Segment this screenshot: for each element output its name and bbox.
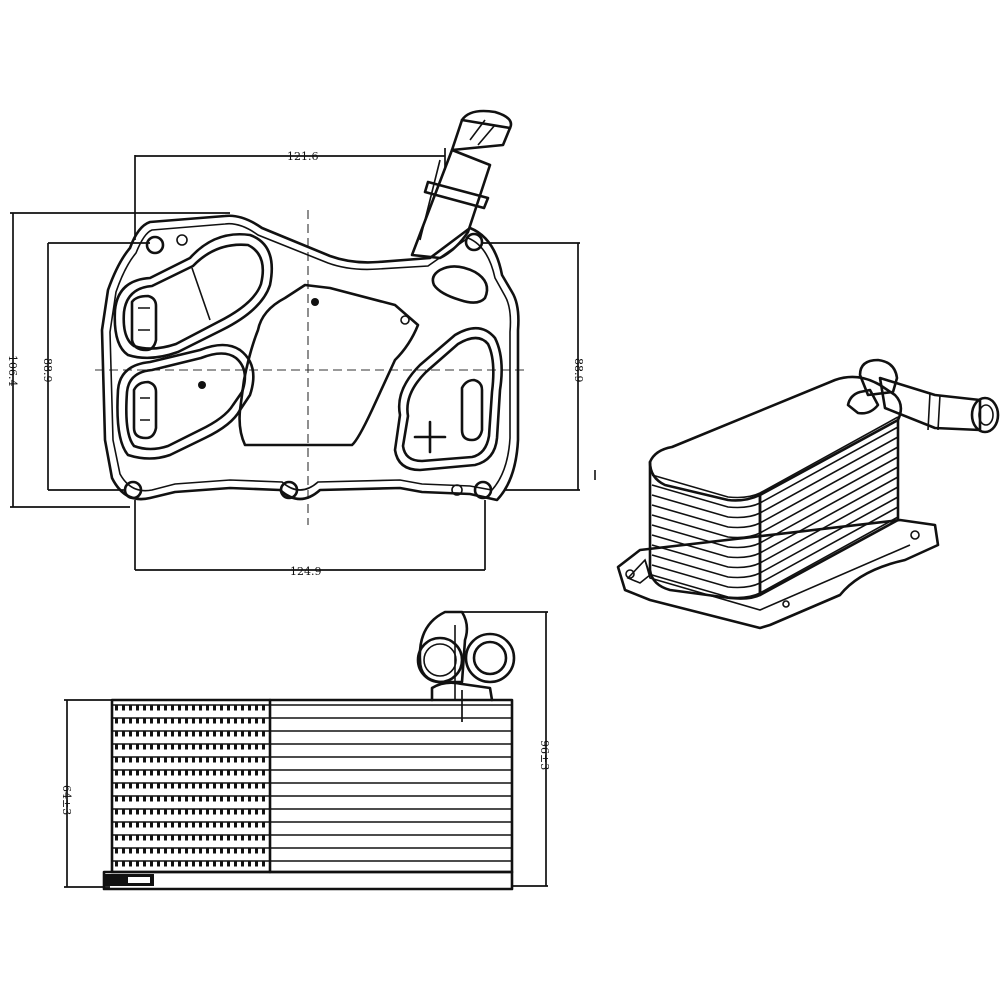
left-upper-gasket — [113, 232, 274, 360]
bolt-holes — [123, 232, 493, 500]
bolt-hole-bottom-right — [473, 480, 493, 500]
dim-side-height: 64±3 — [60, 699, 115, 888]
dim-label-height-inner-right: 88.9 — [572, 358, 585, 383]
dim-height-inner-left: 88.9 — [41, 242, 150, 491]
gasket-rib — [191, 267, 211, 321]
iso-fin-line — [651, 436, 899, 519]
iso-fin-line — [651, 486, 899, 569]
side-pipe-fitting — [416, 610, 516, 702]
pipe-fitting-top — [410, 109, 513, 260]
slot-port-left-upper — [130, 294, 158, 352]
pin-hole-top-left — [176, 234, 188, 246]
left-lower-gasket — [116, 343, 255, 460]
dim-label-width-bottom: 124.9 — [290, 565, 322, 578]
iso-pipe-opening — [970, 396, 1000, 434]
dim-width-top: 121.6 — [134, 148, 446, 240]
isometric-view — [616, 358, 1000, 630]
center-mark-right — [400, 315, 410, 325]
iso-fin-line — [651, 466, 899, 549]
dim-label-height-inner-left: 88.9 — [41, 358, 54, 383]
side-fin-detail — [115, 705, 268, 867]
flange-plate-inner-outline — [109, 222, 512, 492]
dim-label-side-total-height: 96±3 — [538, 740, 551, 770]
dim-height-outer: 106.4 — [6, 212, 230, 508]
dim-height-inner-right: 88.9 — [482, 242, 596, 491]
top-view: 121.6 124.9 106.4 88.9 88.9 — [6, 109, 596, 578]
dim-label-side-height: 64±3 — [60, 785, 73, 815]
iso-fin-line — [651, 476, 899, 559]
iso-base-plate — [616, 518, 940, 630]
bolt-hole-bottom-center — [279, 480, 299, 500]
iso-core-front — [648, 460, 762, 600]
dim-width-bottom: 124.9 — [134, 500, 486, 578]
iso-fin-lines — [651, 416, 899, 599]
pipe-collar — [423, 180, 490, 210]
slot-port-right — [460, 378, 484, 442]
flange-plate-outline — [100, 214, 520, 502]
center-mark-left — [198, 381, 206, 389]
dim-label-width-top: 121.6 — [287, 150, 319, 163]
iso-fin-line — [651, 496, 899, 579]
side-base-plate — [102, 870, 514, 891]
bolt-hole-top-right — [464, 232, 484, 252]
iso-core-side — [758, 418, 900, 597]
bolt-hole-top-left — [145, 235, 165, 255]
slot-port-left-lower — [132, 380, 158, 440]
central-boss — [238, 283, 420, 447]
iso-fin-line — [651, 516, 899, 599]
fitting-outlet-outer — [464, 632, 516, 684]
iso-fin-line — [651, 506, 899, 589]
fitting-outlet-inner — [472, 640, 508, 676]
right-gasket — [393, 326, 503, 472]
iso-fin-line — [651, 456, 899, 539]
side-view: 64±3 96±3 — [60, 610, 551, 891]
center-mark-top — [311, 298, 319, 306]
iso-fin-line — [651, 426, 899, 509]
fitting-elbow-outer — [416, 636, 464, 684]
iso-core-top — [648, 375, 903, 502]
iso-pipe-fitting — [846, 358, 1000, 434]
iso-fin-line — [651, 416, 899, 499]
dim-side-total-height: 96±3 — [461, 611, 551, 887]
dim-label-height-outer: 106.4 — [6, 355, 19, 387]
side-fin-lines — [112, 704, 512, 862]
pin-hole-bottom-right — [451, 484, 463, 496]
oval-port-upper-right — [431, 265, 489, 304]
iso-fin-line — [651, 446, 899, 529]
